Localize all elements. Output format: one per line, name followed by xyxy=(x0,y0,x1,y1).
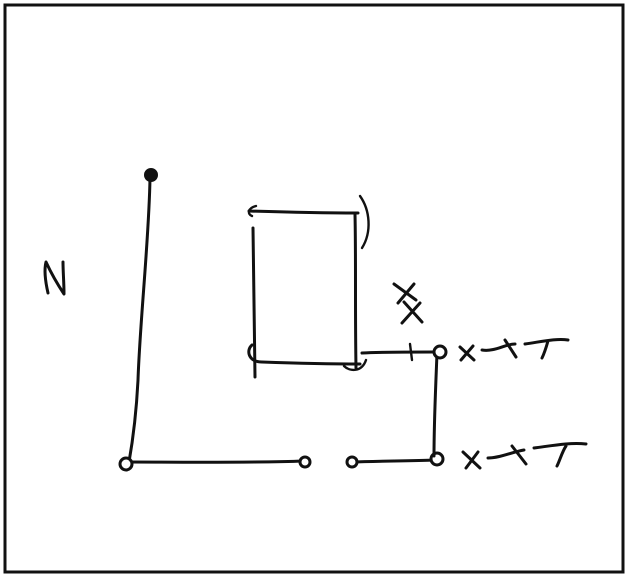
box-right-side xyxy=(353,212,358,370)
box-top-left-curl xyxy=(247,204,258,218)
box-right-curl xyxy=(358,194,370,250)
box-left-side xyxy=(251,226,257,379)
left-label-text: N xyxy=(40,295,41,297)
bottom-mid-node xyxy=(298,455,312,469)
frame-border xyxy=(3,3,625,574)
box-bottom-right-curl xyxy=(342,358,368,372)
wire-tick-mark xyxy=(408,342,414,362)
side-label-text: X X xyxy=(392,319,394,321)
top-left-node xyxy=(144,168,158,182)
upper-tag-x1 xyxy=(458,344,476,362)
bottom-mid-right-node xyxy=(345,455,359,469)
lower-tag-x1 xyxy=(461,450,482,470)
side-x-mark-1 xyxy=(392,282,418,305)
box-bottom-side xyxy=(247,343,362,366)
side-x-mark-2 xyxy=(400,300,424,325)
bottom-wire-segment-1 xyxy=(126,459,306,464)
left-letter-n xyxy=(43,260,66,296)
upper-tag-x2 xyxy=(480,338,518,359)
upper-right-node xyxy=(432,344,448,360)
lower-tag-x2 xyxy=(486,444,528,466)
right-vertical-wire xyxy=(432,351,439,458)
lower-right-tag-text: XXT xyxy=(463,465,465,467)
bottom-wire-segment-2 xyxy=(350,458,438,464)
box-top-side xyxy=(247,209,360,215)
upper-tag-t xyxy=(523,338,570,360)
vertical-wire-left xyxy=(127,176,152,464)
bottom-left-node xyxy=(118,456,134,472)
lower-tag-t xyxy=(532,442,588,468)
box-to-node-wire xyxy=(360,350,436,355)
